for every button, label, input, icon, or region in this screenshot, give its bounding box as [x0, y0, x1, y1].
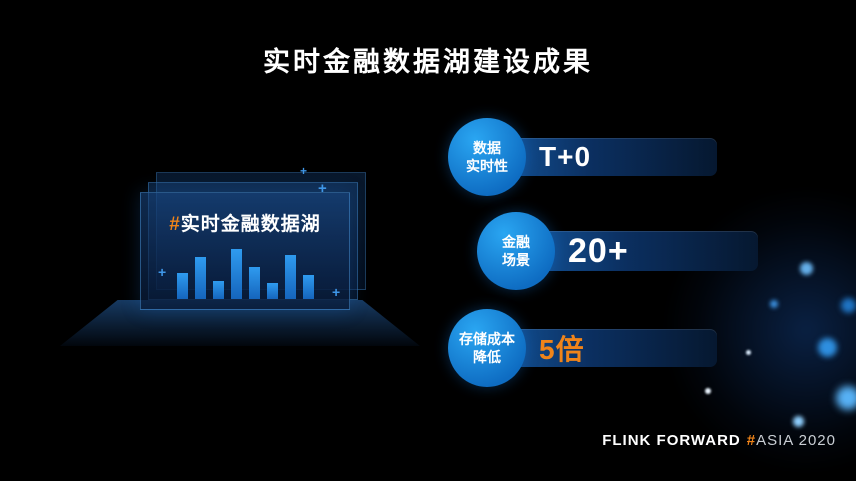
metric-circle-label-bottom: 实时性: [466, 158, 508, 174]
mini-chart-bar: [212, 281, 224, 299]
data-lake-label-text: 实时金融数据湖: [180, 214, 321, 235]
metric-circle-label-bottom: 场景: [502, 252, 530, 268]
mini-chart-bar: [248, 267, 260, 299]
footer-logo: FLINK FORWARD #ASIA 2020: [602, 432, 836, 449]
plus-icon: +: [300, 164, 308, 178]
bokeh-dot: [800, 262, 813, 275]
footer-brand: FLINK FORWARD: [602, 432, 741, 449]
metric-circle: 数据 实时性: [448, 118, 526, 196]
layer-panel-front: #实时金融数据湖: [140, 192, 350, 310]
metric-circle: 金融 场景: [477, 212, 555, 290]
metric-circle-label-top: 金融: [502, 233, 530, 250]
data-lake-label: #实时金融数据湖: [141, 209, 349, 236]
plus-icon: +: [318, 180, 327, 197]
data-lake-illustration: #实时金融数据湖 + + + +: [60, 158, 420, 358]
metric-value: 20+: [568, 231, 629, 270]
mini-chart-bar: [176, 273, 188, 299]
metric-value: T+0: [539, 141, 592, 172]
plus-icon: +: [332, 284, 341, 300]
bokeh-dot: [841, 298, 856, 313]
mini-chart-bar: [266, 283, 278, 299]
bokeh-dot: [836, 386, 856, 410]
metric-circle: 存储成本 降低: [448, 309, 526, 387]
plus-icon: +: [158, 264, 167, 280]
metric-circle-label-top: 数据: [473, 139, 501, 156]
metric-circle-label-bottom: 降低: [473, 349, 501, 365]
footer-suffix: ASIA 2020: [756, 432, 836, 449]
mini-chart-bar: [284, 255, 296, 299]
slide-title: 实时金融数据湖建设成果: [263, 47, 593, 77]
hash-mark: #: [169, 214, 181, 235]
metric-circle-label-top: 存储成本: [459, 330, 515, 347]
footer-hash: #: [746, 432, 757, 449]
mini-chart-bar: [302, 275, 314, 299]
panel-mini-chart: [141, 245, 349, 299]
mini-chart-bar: [230, 249, 242, 299]
metric-bar: 20+: [516, 231, 758, 271]
metric-value: 5倍: [539, 334, 585, 365]
metrics-list: T+0 数据 实时性 20+ 金融 场景 5倍 存储成本 降低: [448, 118, 778, 418]
bokeh-dot: [793, 416, 804, 427]
mini-chart-bar: [194, 257, 206, 299]
bokeh-dot: [818, 338, 837, 357]
